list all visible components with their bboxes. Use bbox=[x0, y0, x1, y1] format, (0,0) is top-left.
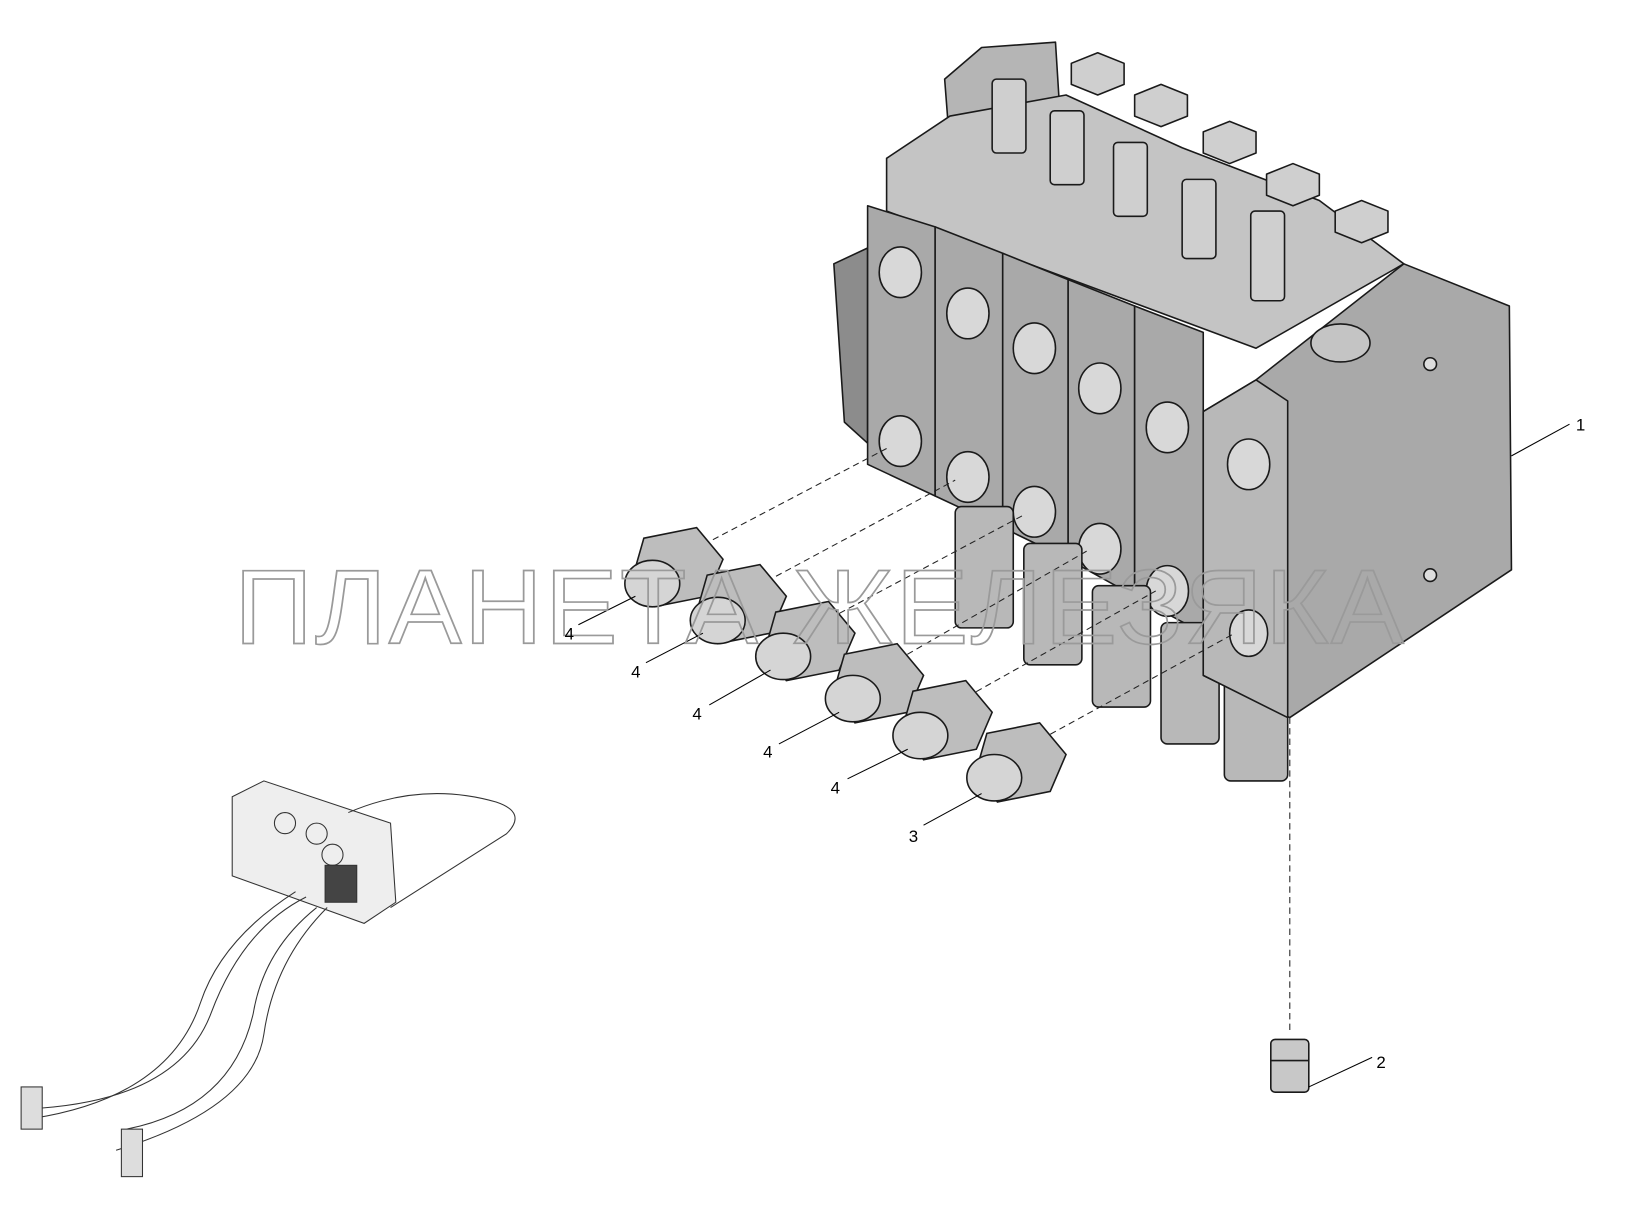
fitting-3 bbox=[966, 721, 1067, 803]
watermark: ПЛАНЕТА ЖЕЛЕЗЯКА bbox=[234, 549, 1406, 667]
callout-2: 2 bbox=[1376, 1053, 1385, 1072]
spool-handles bbox=[991, 51, 1389, 302]
fittings bbox=[624, 526, 1310, 1093]
callout-4: 4 bbox=[831, 779, 840, 798]
assembly-lines bbox=[675, 448, 1291, 1035]
callout-4: 4 bbox=[631, 662, 640, 681]
fitting-4a bbox=[624, 526, 724, 608]
callout-3: 3 bbox=[909, 827, 918, 846]
callout-4: 4 bbox=[565, 624, 574, 643]
fitting-2 bbox=[1270, 1038, 1310, 1093]
fitting-4d bbox=[824, 642, 925, 724]
leader-lines bbox=[578, 423, 1570, 1088]
ports bbox=[878, 246, 1190, 618]
fitting-4c bbox=[754, 600, 856, 682]
callout-4: 4 bbox=[763, 743, 772, 762]
valve-block bbox=[833, 41, 1513, 782]
callout-1: 1 bbox=[1576, 416, 1585, 435]
harness-assembly bbox=[20, 780, 516, 1178]
callout-4: 4 bbox=[692, 705, 701, 724]
callouts: 1 2 3 4 4 4 4 4 bbox=[565, 416, 1586, 1072]
fitting-4e bbox=[892, 679, 994, 761]
